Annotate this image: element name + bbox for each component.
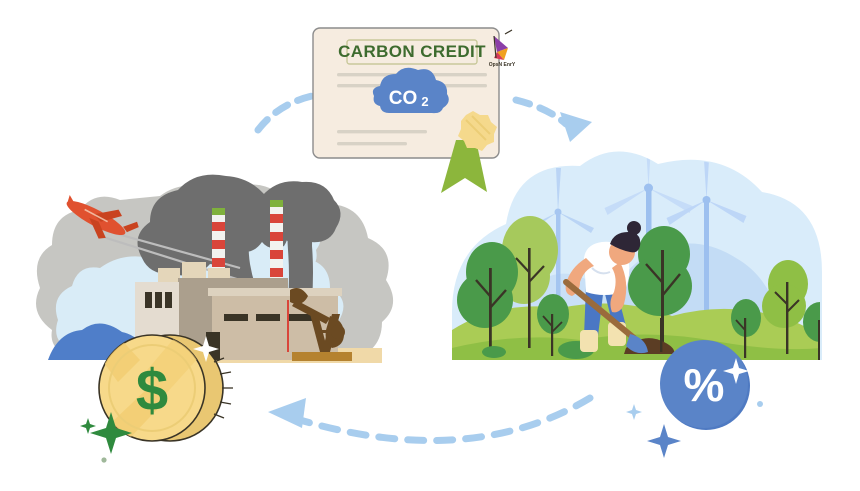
percent-badge[interactable]: % bbox=[626, 340, 763, 458]
percent-symbol: % bbox=[684, 359, 725, 411]
arrow-certificate-to-green bbox=[512, 96, 592, 142]
green-energy-scene bbox=[452, 151, 822, 360]
polluting-industry-scene bbox=[36, 174, 394, 363]
arrow-left-to-certificate bbox=[254, 92, 316, 134]
sparkle bbox=[90, 412, 132, 454]
wind-turbine-2 bbox=[666, 152, 747, 360]
tree bbox=[457, 242, 518, 354]
tree bbox=[803, 302, 820, 360]
coin-symbol: $ bbox=[136, 358, 168, 423]
co2-subscript: 2 bbox=[421, 94, 428, 109]
tree bbox=[537, 294, 569, 356]
arrow-green-to-factory bbox=[268, 394, 594, 444]
coin-edge-ticks bbox=[213, 357, 233, 419]
tree bbox=[628, 226, 692, 354]
sparkle bbox=[723, 358, 749, 384]
certificate-seal bbox=[458, 111, 497, 151]
certificate-text-line bbox=[337, 130, 427, 134]
shrub bbox=[482, 346, 506, 358]
factory-building bbox=[135, 262, 342, 360]
person-planting-tree bbox=[563, 221, 648, 354]
sparkle-dot bbox=[101, 457, 107, 463]
sparkle-dot bbox=[757, 401, 763, 407]
carbon-credit-certificate[interactable]: CARBON CREDIT OpsN EnrY CO 2 bbox=[312, 27, 516, 193]
tree bbox=[731, 299, 761, 358]
tree bbox=[762, 260, 808, 354]
co2-cloud-badge: CO 2 bbox=[372, 67, 449, 114]
sparkle bbox=[626, 404, 642, 420]
sparkle bbox=[193, 336, 219, 362]
oil-pumpjack bbox=[290, 288, 352, 361]
certificate-title: CARBON CREDIT bbox=[338, 42, 486, 61]
dollar-coin[interactable]: $ bbox=[80, 334, 233, 463]
certificate-text-line bbox=[337, 142, 407, 146]
sapling bbox=[660, 318, 663, 352]
certificate-ribbon bbox=[441, 140, 487, 193]
brand-logo-text: OpsN EnrY bbox=[489, 62, 516, 68]
sparkle bbox=[647, 424, 681, 458]
certificate-title-box bbox=[346, 39, 478, 65]
brand-logo: OpsN EnrY bbox=[489, 29, 516, 68]
sparkle bbox=[80, 418, 96, 434]
co2-label: CO bbox=[389, 88, 418, 109]
